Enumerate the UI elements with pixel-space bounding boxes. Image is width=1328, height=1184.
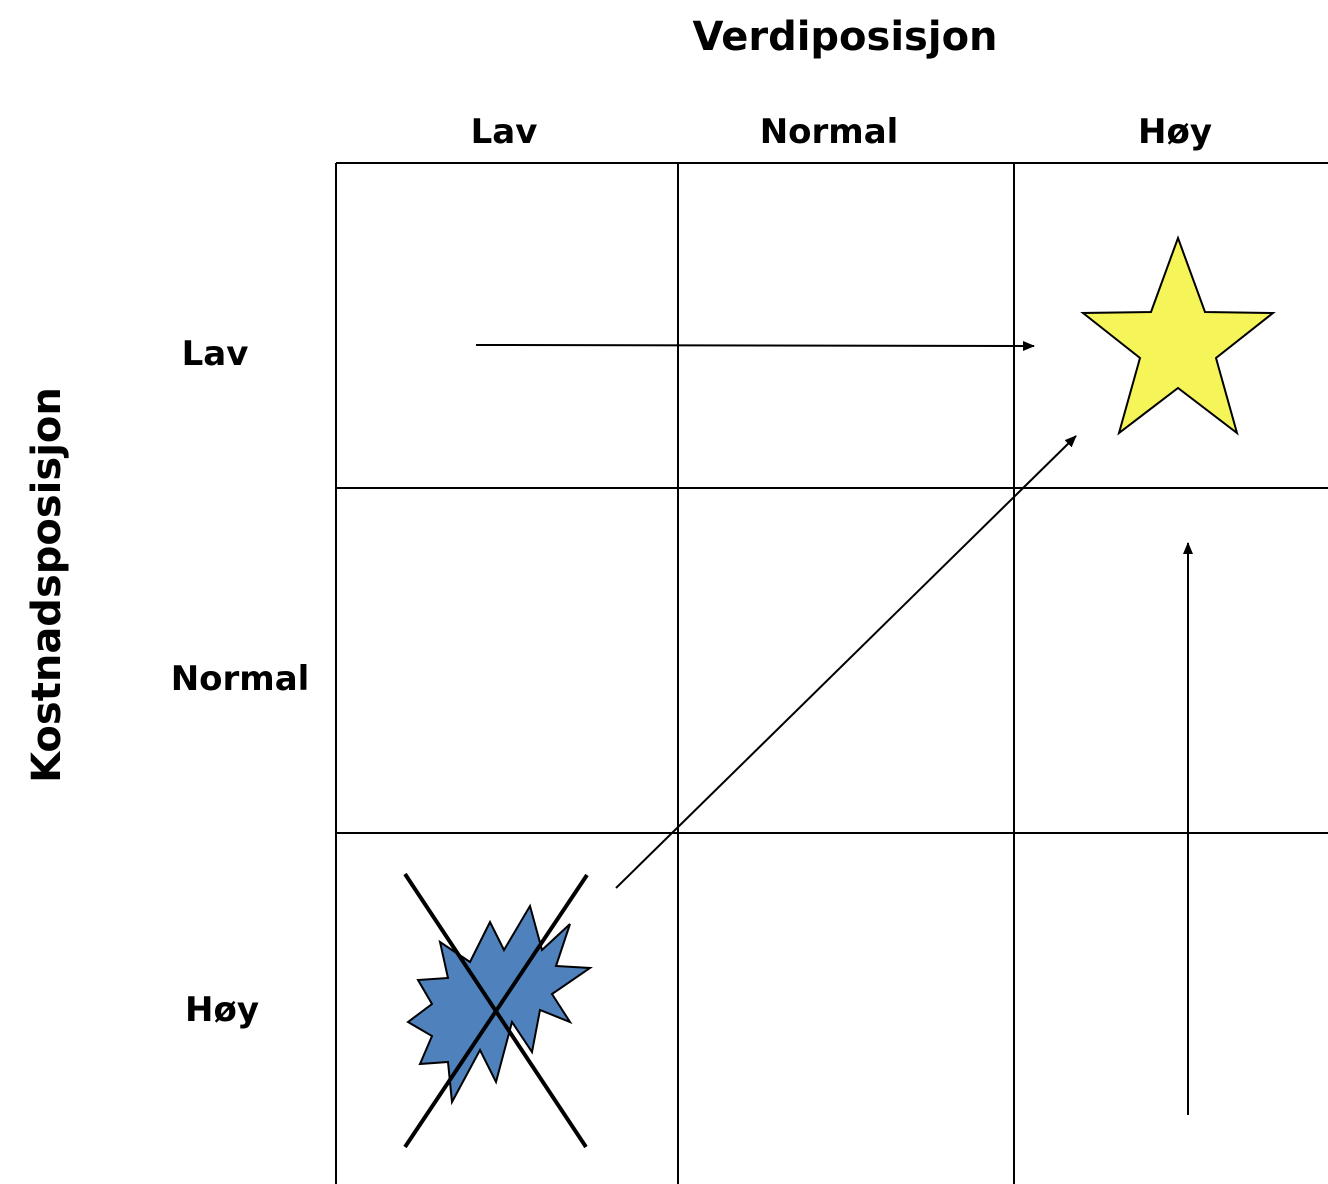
x-axis-title: Verdiposisjon (692, 14, 997, 60)
cross-out-line-2 (403, 873, 589, 1149)
y-axis-title: Kostnadsposisjon (24, 387, 70, 783)
row-header-hoy: Høy (185, 990, 259, 1030)
column-header-normal: Normal (760, 112, 899, 152)
arrow-diagonal (615, 435, 1077, 889)
column-header-lav: Lav (471, 112, 538, 152)
column-header-hoy: Høy (1138, 112, 1212, 152)
row-header-lav: Lav (182, 334, 249, 374)
arrow-horizontal (475, 340, 1035, 351)
matrix-grid (335, 162, 1328, 1184)
star-icon (1080, 235, 1276, 436)
row-header-normal: Normal (171, 659, 310, 699)
